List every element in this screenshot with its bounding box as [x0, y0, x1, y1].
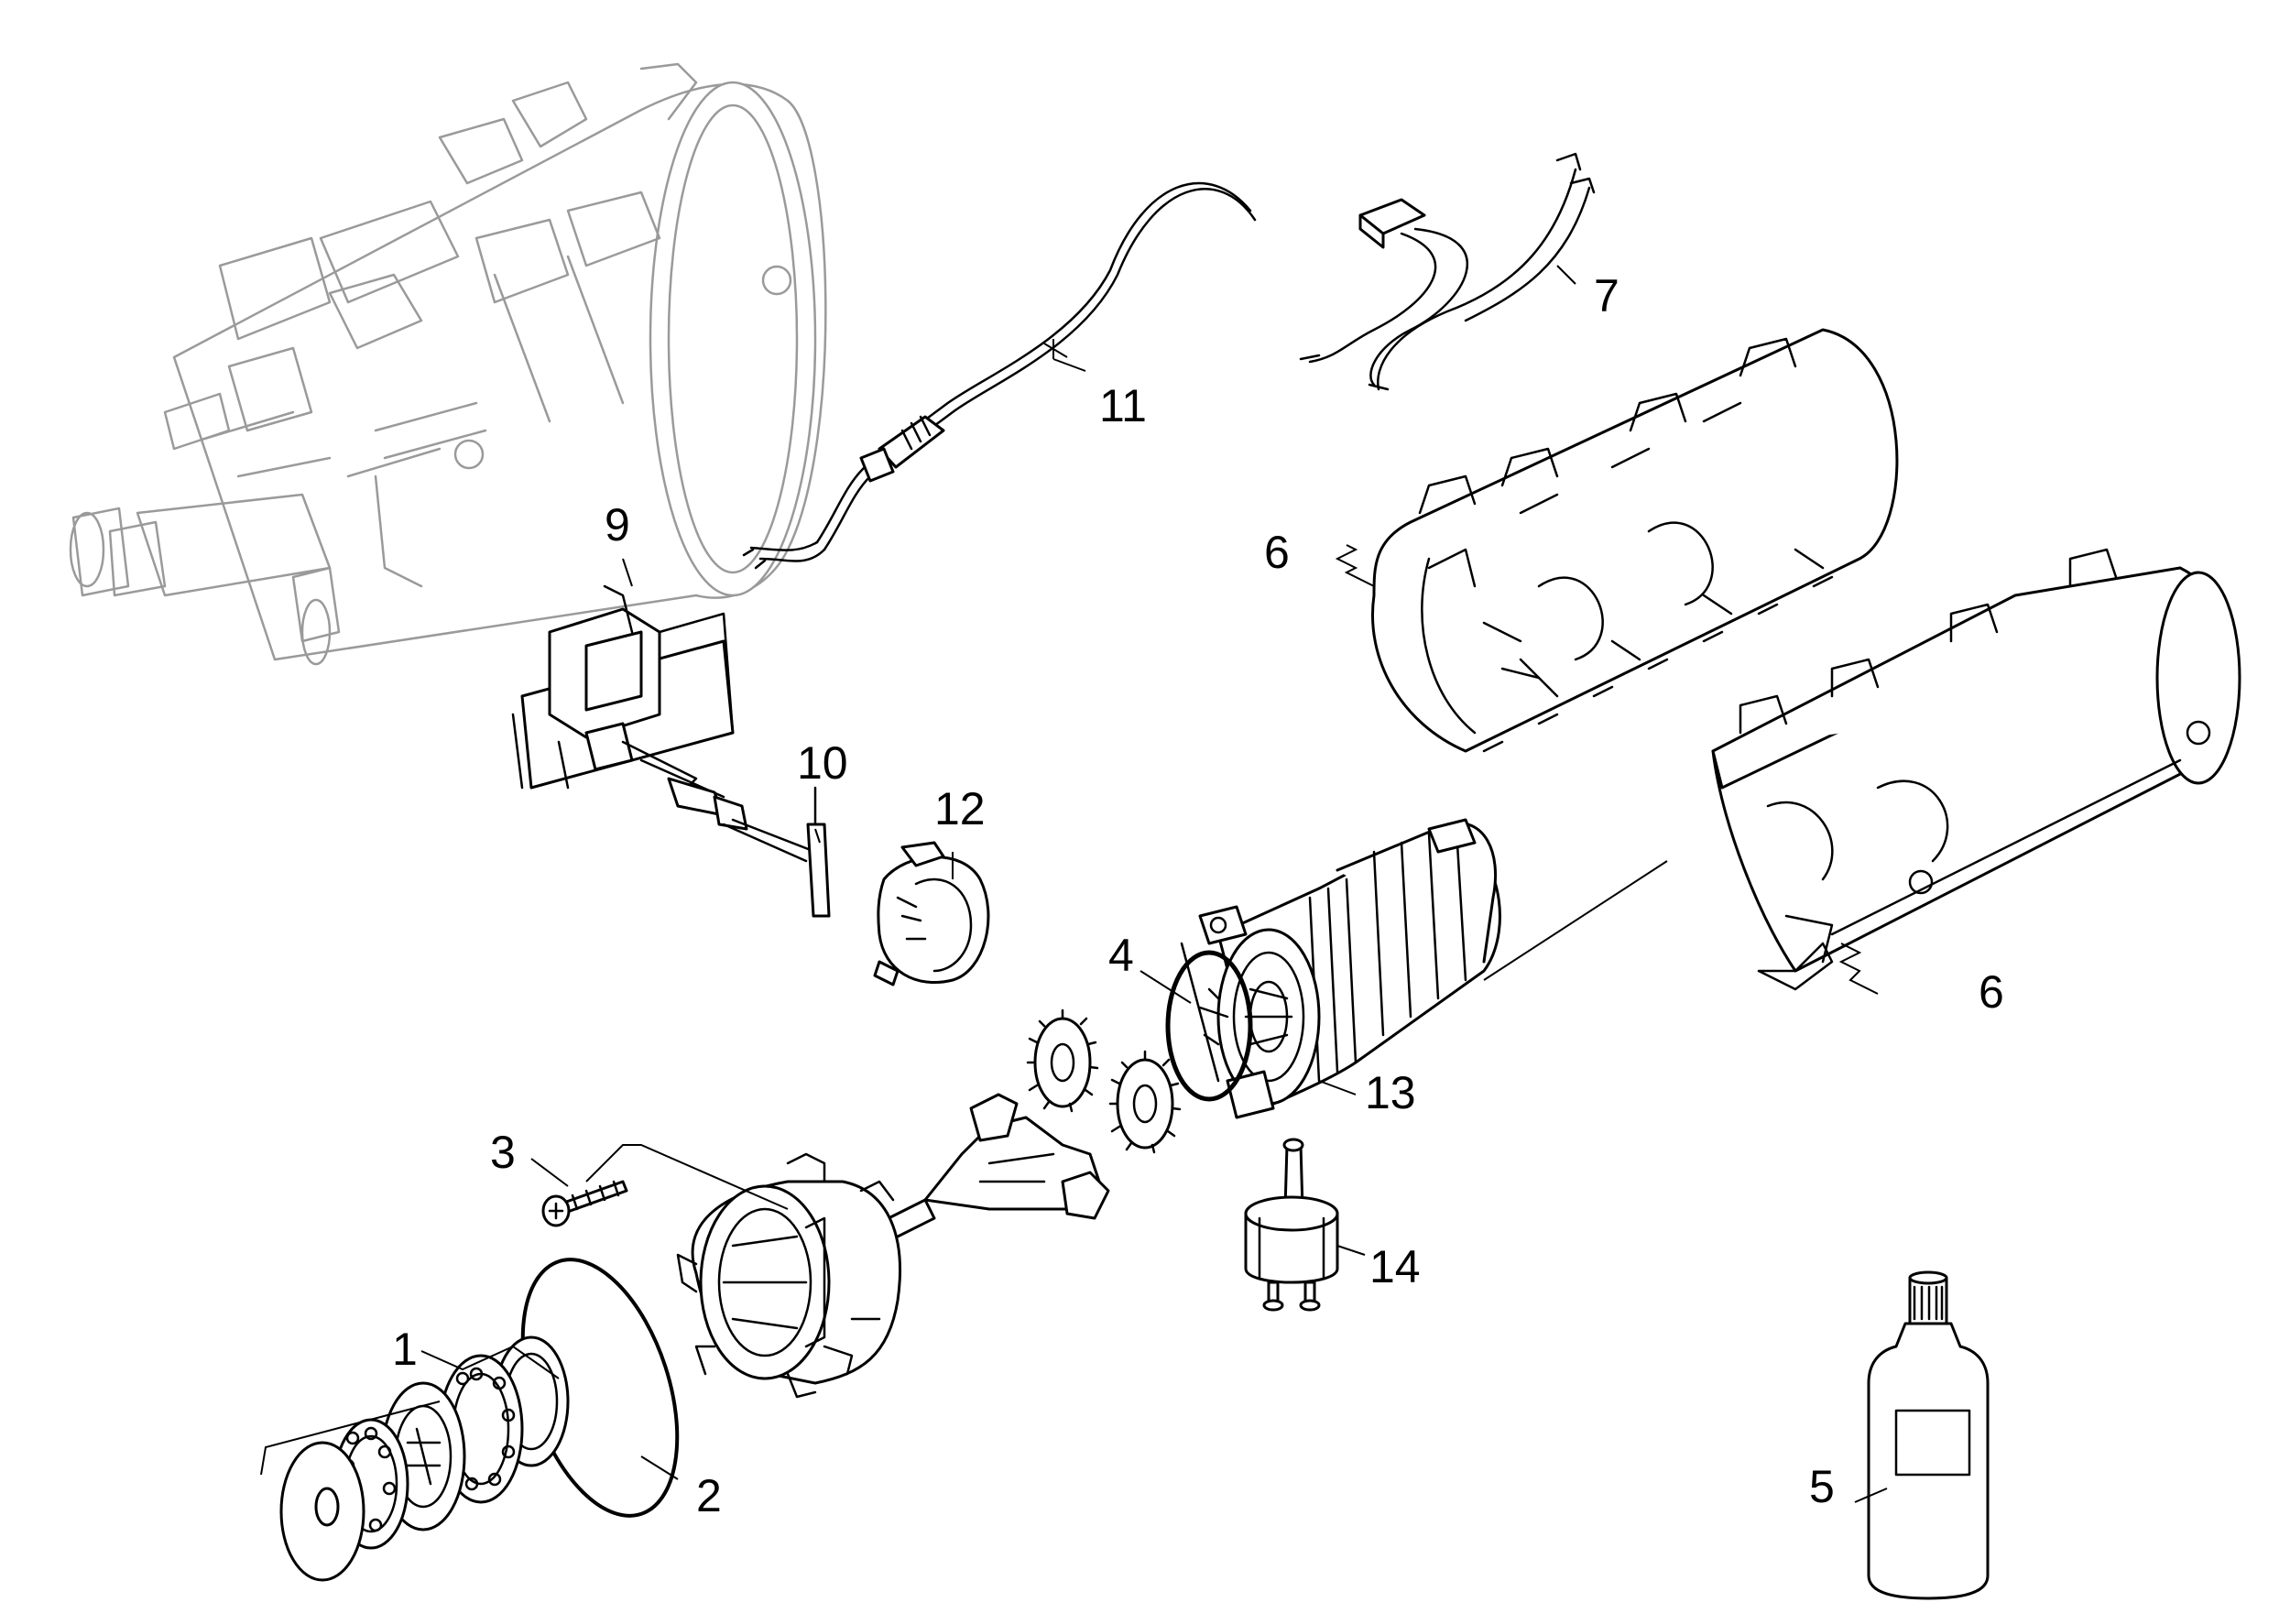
callout-7: 7: [1594, 270, 1619, 322]
callout-9: 9: [605, 499, 630, 550]
callout-5: 5: [1809, 1461, 1835, 1512]
callout-12: 12: [934, 783, 986, 834]
callout-11: 11: [1099, 380, 1147, 431]
callout-6a: 6: [1264, 527, 1290, 578]
motor: [1180, 818, 1501, 1119]
callout-6b: 6: [1979, 966, 2004, 1018]
callouts: 1 2 3 4 5 6 6 7 9 10 11 12 13 14: [392, 270, 2004, 1521]
callout-14: 14: [1369, 1241, 1421, 1292]
housing-half-lower: [1711, 548, 2241, 991]
pump-housing-assembly: [69, 62, 827, 666]
sensor-probe: [639, 758, 831, 918]
wire-harness: [1299, 152, 1596, 391]
housing-half-upper: [1371, 328, 1899, 753]
power-cable: [742, 181, 1257, 570]
control-knob: [873, 841, 990, 986]
o-ring: [1165, 950, 1253, 1102]
callout-10: 10: [797, 737, 848, 789]
leader-lines: [260, 265, 1888, 1503]
cylinder-head: [676, 1152, 901, 1399]
pressure-switch: [511, 584, 735, 799]
callout-4: 4: [1108, 930, 1134, 981]
damper: [1244, 1138, 1339, 1312]
callout-2: 2: [696, 1470, 722, 1521]
drive-shaft: [859, 1093, 1110, 1252]
callout-13: 13: [1365, 1067, 1416, 1118]
callout-1: 1: [392, 1324, 418, 1375]
valve-kit: [279, 1335, 570, 1582]
gear-pair: [1026, 1008, 1182, 1154]
screw: [541, 1180, 628, 1227]
oil-bottle: [1867, 1270, 1990, 1600]
callout-3: 3: [490, 1127, 516, 1178]
